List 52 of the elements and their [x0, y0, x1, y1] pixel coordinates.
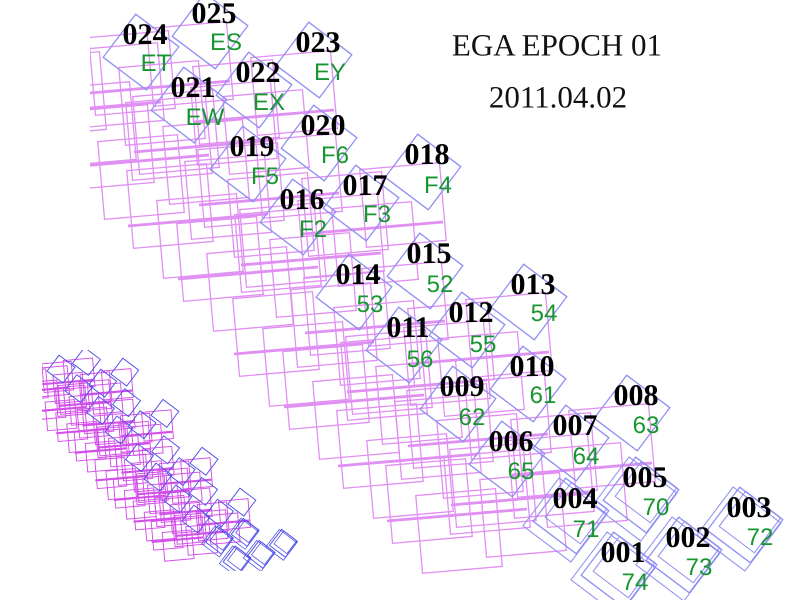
field-code: F4: [424, 174, 452, 198]
field-number: 006: [488, 427, 534, 457]
field-code: F5: [251, 165, 279, 189]
date-label: 2011.04.02: [488, 82, 628, 112]
field-code: F2: [299, 218, 327, 242]
field-number: 021: [170, 73, 216, 103]
field-code: 63: [632, 414, 660, 438]
field-code: EW: [186, 106, 224, 130]
field-code: 54: [530, 302, 558, 326]
field-code: F3: [363, 203, 391, 227]
field-code: 70: [642, 496, 670, 520]
field-code: 52: [426, 273, 454, 297]
field-number: 011: [386, 313, 430, 343]
field-code: 65: [508, 460, 534, 484]
field-number: 012: [448, 298, 494, 328]
field-number: 005: [622, 463, 668, 493]
field-code: 71: [572, 518, 600, 542]
field-code: 64: [572, 445, 600, 469]
field-number: 009: [440, 372, 484, 402]
field-code: EX: [253, 91, 285, 115]
field-number: 025: [192, 0, 236, 29]
field-code: 61: [530, 384, 556, 408]
field-number: 023: [296, 28, 340, 58]
field-code: F6: [321, 144, 349, 168]
field-number: 018: [404, 140, 450, 170]
field-code: 72: [746, 526, 774, 550]
field-number: 007: [552, 411, 598, 441]
field-number: 014: [336, 260, 380, 290]
title: EGA EPOCH 01: [452, 30, 662, 60]
field-code: 62: [458, 406, 486, 430]
field-number: 017: [342, 171, 388, 201]
field-code: ES: [210, 31, 242, 55]
field-code: 53: [356, 293, 384, 317]
field-number: 022: [236, 58, 280, 88]
field-number: 015: [406, 239, 452, 269]
field-code: 74: [622, 571, 648, 595]
field-code: 56: [406, 348, 434, 372]
field-number: 008: [614, 381, 658, 411]
field-number: 002: [666, 523, 710, 553]
field-number: 016: [280, 185, 324, 215]
field-code: ET: [140, 52, 172, 76]
field-number: 024: [122, 20, 168, 50]
field-number: 010: [510, 352, 554, 382]
field-number: 020: [300, 111, 346, 141]
field-number: 019: [230, 132, 274, 162]
field-code: 73: [686, 556, 712, 580]
field-number: 003: [726, 493, 772, 523]
field-number: 004: [552, 484, 598, 514]
field-number: 001: [600, 538, 646, 568]
field-number: 013: [510, 270, 556, 300]
field-code: EY: [314, 61, 346, 85]
field-code: 55: [470, 333, 496, 357]
